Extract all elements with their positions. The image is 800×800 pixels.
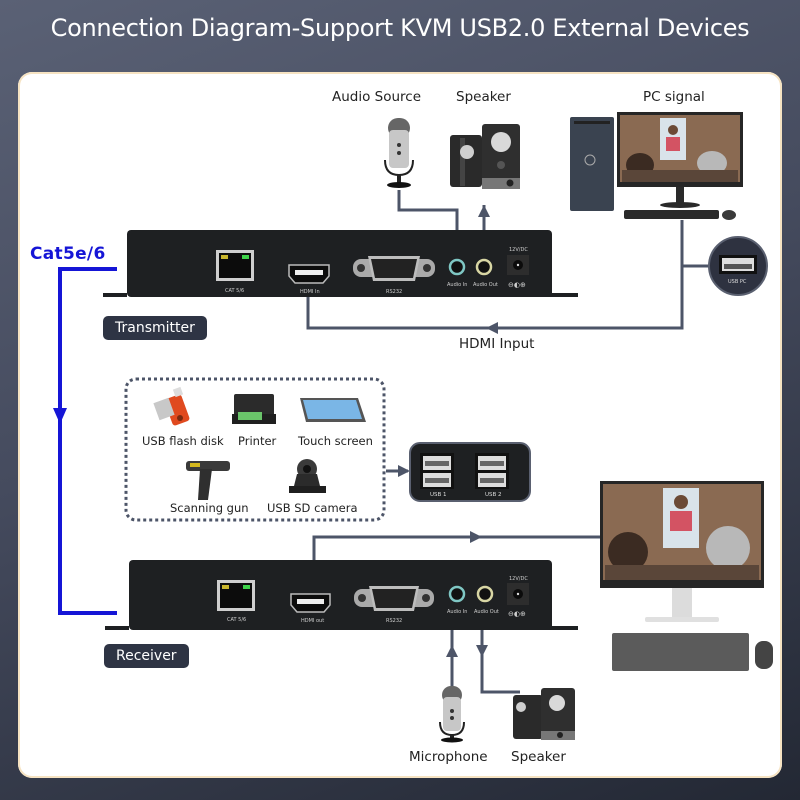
top-speaker-icon — [450, 124, 520, 189]
usb-hub-icon — [409, 442, 531, 502]
pc-tower-icon — [570, 117, 614, 211]
hdmi-port-icon — [290, 593, 331, 613]
arrow-right-icon — [398, 465, 410, 477]
pc-monitor-icon — [617, 112, 743, 220]
usb-camera-icon — [289, 459, 326, 493]
usb-pc-port-icon — [708, 236, 768, 296]
keyboard-icon — [612, 633, 749, 671]
receiver-device — [105, 560, 578, 630]
rs232-port-icon — [354, 586, 434, 611]
usb-device-label: Touch screen — [298, 434, 373, 448]
touch-screen-icon — [300, 398, 366, 422]
top-speaker-label: Speaker — [456, 89, 511, 105]
usb-flash-disk-icon — [153, 386, 190, 426]
pc-signal-label: PC signal — [643, 89, 705, 105]
rj45-port-icon — [216, 250, 254, 281]
scanning-gun-icon — [186, 461, 230, 500]
audio-out-jack-icon — [476, 585, 494, 603]
usb-device-label: USB SD camera — [267, 501, 358, 515]
rx-audio-in-label: Audio In — [447, 609, 468, 615]
usb-device-label: USB flash disk — [142, 434, 224, 448]
usb-hub-port2-label: USB 2 — [485, 492, 502, 498]
tx-polarity-icon: ⊖◐⊕ — [508, 281, 526, 289]
audio-out-jack-icon — [475, 258, 493, 276]
audio-source-microphone-icon — [384, 118, 414, 188]
receiver-tag: Receiver — [104, 644, 189, 668]
mouse-icon — [722, 210, 736, 220]
rj45-port-icon — [217, 580, 255, 611]
audio-in-jack-icon — [448, 585, 466, 603]
microphone-label: Microphone — [409, 749, 488, 765]
printer-icon — [232, 394, 276, 424]
hdmi-input-label: HDMI Input — [459, 336, 535, 352]
arrow-up-icon — [446, 645, 458, 657]
arrow-up-icon — [478, 205, 490, 217]
signal-lines — [306, 190, 710, 695]
rx-hdmi-label: HDMI out — [301, 618, 325, 624]
arrow-right-icon — [470, 531, 482, 543]
bottom-speaker-icon — [513, 688, 575, 740]
bottom-speaker-label: Speaker — [511, 749, 566, 765]
rx-audio-out-label: Audio Out — [474, 609, 499, 615]
receiver-monitor-icon — [600, 481, 773, 671]
rx-rs232-label: RS232 — [386, 618, 403, 624]
cat-cable — [53, 267, 117, 615]
usb-device-label: Printer — [238, 434, 277, 448]
rx-cat-label: CAT 5/6 — [227, 617, 247, 623]
usb-hub-port1-label: USB 1 — [430, 492, 447, 498]
keyboard-icon — [624, 210, 719, 219]
audio-source-label: Audio Source — [332, 89, 422, 105]
usb-device-label: Scanning gun — [170, 501, 249, 515]
cable-arrow-icon — [53, 408, 67, 424]
tx-power-label: 12V/DC — [509, 247, 528, 253]
microphone-icon — [439, 686, 465, 743]
hdmi-port-icon — [288, 264, 330, 284]
tx-cat-label: CAT 5/6 — [225, 288, 245, 294]
transmitter-tag: Transmitter — [103, 316, 207, 340]
transmitter-device — [103, 230, 578, 297]
tx-hdmi-label: HDMI In — [300, 289, 320, 295]
usb-devices-group — [124, 377, 386, 522]
rx-polarity-icon: ⊖◐⊕ — [508, 610, 526, 618]
arrow-down-icon — [476, 645, 488, 657]
tx-rs232-label: RS232 — [386, 289, 403, 295]
arrow-left-icon — [486, 322, 498, 334]
rs232-port-icon — [353, 256, 435, 281]
usb-pc-label: USB PC — [728, 279, 747, 285]
tx-audio-in-label: Audio In — [447, 282, 468, 288]
tx-audio-out-label: Audio Out — [473, 282, 498, 288]
audio-in-jack-icon — [448, 258, 466, 276]
cable-label: Cat5e/6 — [30, 244, 106, 264]
page-title: Connection Diagram-Support KVM USB2.0 Ex… — [50, 14, 750, 42]
mouse-icon — [755, 641, 773, 669]
rx-power-label: 12V/DC — [509, 576, 528, 582]
